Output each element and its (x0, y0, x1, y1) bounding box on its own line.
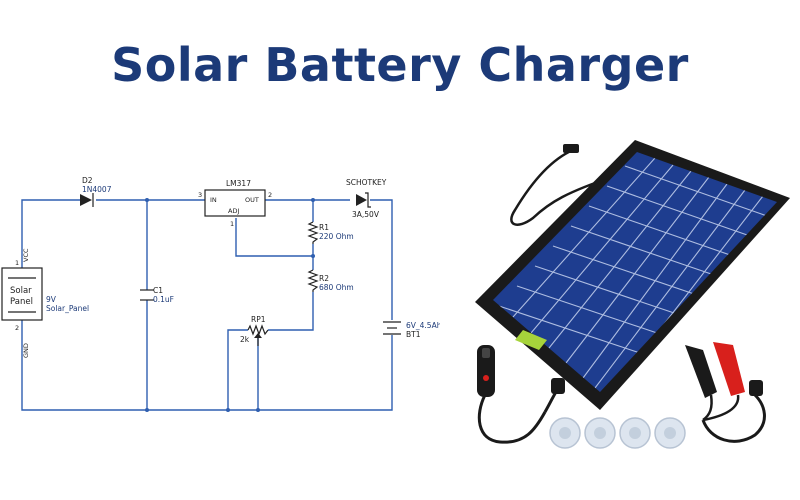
circuit-schematic: D2 1N4007 LM317 IN OUT ADJ 3 2 1 SCHOTKE… (1, 176, 440, 412)
diode-schottky: SCHOTKEY 3A,50V (346, 178, 387, 219)
panel-name: Solar_Panel (46, 304, 89, 313)
u1-in-label: IN (210, 196, 217, 204)
r2-ref: R2 (319, 274, 329, 283)
panel-green-label (515, 330, 547, 350)
lighter-plug-accessory (477, 345, 565, 444)
bt1-ref: BT1 (406, 330, 421, 339)
c1-value: 0.1uF (153, 295, 174, 304)
capacitor-c1: C1 0.1uF (140, 286, 174, 304)
u1-pin-in: 3 (198, 191, 202, 199)
panel-voltage: 9V (46, 295, 57, 304)
panel-line1: Solar (10, 286, 32, 296)
solar-panel-product-image (475, 140, 790, 449)
panel-line2: Panel (10, 297, 33, 307)
resistor-r2: R2 680 Ohm (307, 269, 354, 292)
solar-panel-source: Solar Panel 9V Solar_Panel VCC GND 1 2 (1, 248, 89, 358)
u1-pin-out: 2 (268, 191, 272, 199)
rp1-ref: RP1 (251, 315, 266, 324)
panel-pin1: 1 (15, 259, 19, 267)
page-title: Solar Battery Charger (111, 38, 689, 92)
rp1-value: 2k (240, 335, 250, 344)
junctions (145, 198, 315, 412)
bt1-value: 6V_4.5Ah (406, 321, 440, 330)
d2-value: 1N4007 (82, 185, 112, 194)
panel-grid (498, 157, 768, 392)
u1-ref: LM317 (226, 179, 251, 188)
wires (21, 199, 393, 411)
u1-pin-adj: 1 (230, 220, 234, 228)
suction-cups (549, 417, 686, 449)
u1-out-label: OUT (245, 196, 259, 204)
schottky-ref: SCHOTKEY (346, 178, 387, 187)
top-connector (563, 144, 579, 153)
alligator-clips-accessory (685, 342, 766, 443)
potentiometer-rp1: RP1 2k (240, 315, 269, 346)
r1-ref: R1 (319, 223, 329, 232)
r1-value: 220 Ohm (319, 232, 354, 241)
d2-ref: D2 (82, 176, 93, 185)
u1-adj-label: ADJ (228, 207, 239, 215)
r2-value: 680 Ohm (319, 283, 354, 292)
panel-vcc: VCC (22, 248, 30, 262)
regulator-lm317: LM317 IN OUT ADJ 3 2 1 (198, 179, 272, 228)
diode-d2: D2 1N4007 (80, 176, 112, 207)
c1-ref: C1 (153, 286, 163, 295)
top-cable (510, 148, 616, 226)
schottky-value: 3A,50V (352, 210, 380, 219)
battery-bt1: 6V_4.5Ah BT1 (383, 321, 440, 339)
panel-pin2: 2 (15, 324, 19, 332)
panel-gnd: GND (22, 343, 30, 358)
resistor-r1: R1 220 Ohm (307, 221, 354, 244)
